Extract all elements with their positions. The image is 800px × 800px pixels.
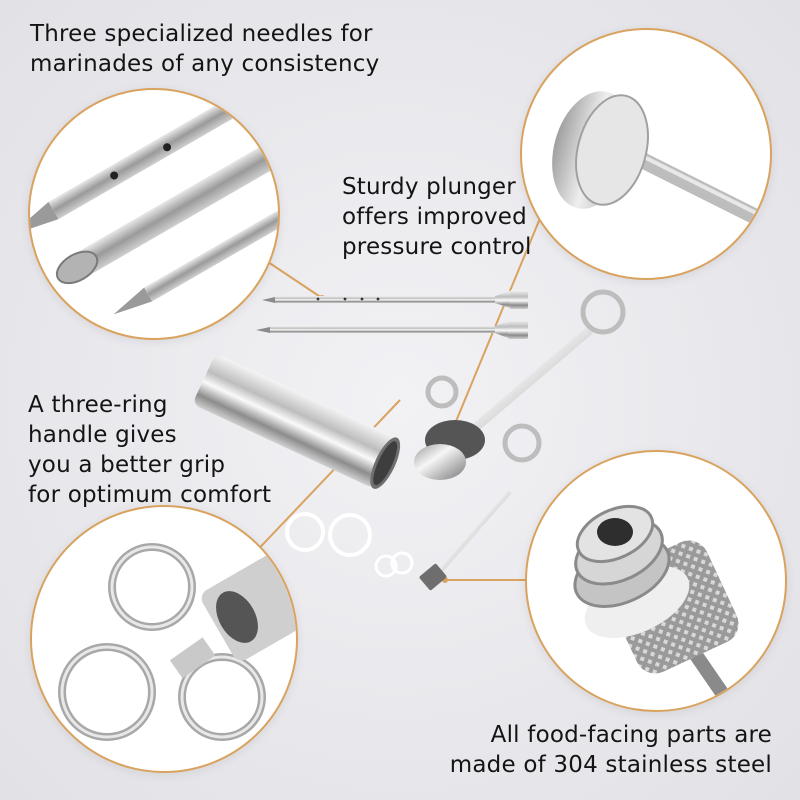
handle-detail-circle <box>30 505 298 773</box>
material-caption: All food-facing parts are made of 304 st… <box>450 720 772 780</box>
thin-needle <box>419 490 512 591</box>
caption-line: for optimum comfort <box>28 482 272 508</box>
caption-line: Three specialized needles for <box>30 21 373 47</box>
needle-tips-illustration <box>30 90 278 315</box>
caption-line: offers improved <box>342 204 527 230</box>
caption-line: marinades of any consistency <box>30 51 380 77</box>
plunger-caption: Sturdy plunger offers improved pressure … <box>342 172 532 262</box>
needle-tips-detail-circle <box>28 88 280 340</box>
caption-line: handle gives <box>28 422 177 448</box>
caption-line: Sturdy plunger <box>342 174 516 200</box>
caption-line: you a better grip <box>28 452 226 478</box>
plunger-detail-circle <box>520 28 772 280</box>
angled-needle <box>256 320 528 339</box>
needles-caption: Three specialized needles for marinades … <box>30 19 379 79</box>
caption-line: made of 304 stainless steel <box>449 752 772 778</box>
caption-line: A three-ring <box>28 392 168 418</box>
material-detail-circle <box>525 450 787 712</box>
three-ring-handle-illustration <box>58 543 296 741</box>
plunger-assembly <box>414 289 626 480</box>
barrel <box>194 355 401 489</box>
caption-line: pressure control <box>342 234 532 260</box>
handle-caption: A three-ring handle gives you a better g… <box>28 390 271 510</box>
threaded-base-illustration <box>573 504 743 710</box>
plunger-head-illustration <box>552 91 770 233</box>
perforated-needle <box>262 290 528 309</box>
caption-line: All food-facing parts are <box>490 722 772 748</box>
o-rings <box>285 512 414 578</box>
